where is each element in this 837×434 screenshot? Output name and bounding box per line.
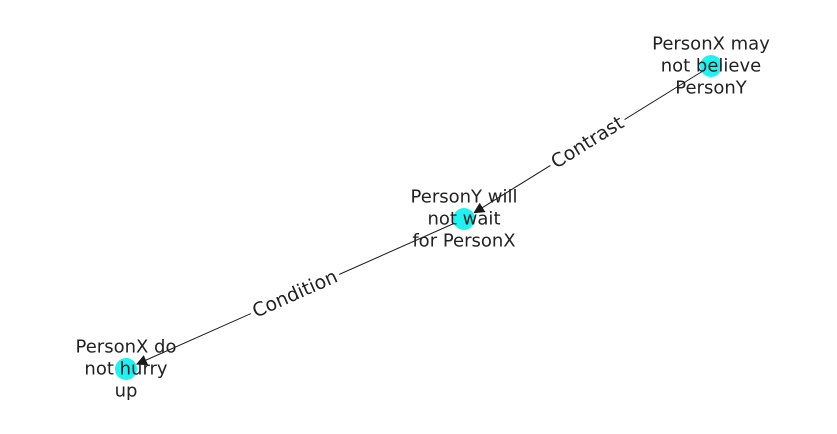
node-label-line: not wait [427, 209, 500, 230]
graph-node [115, 358, 137, 380]
node-label-line: PersonX do [76, 337, 177, 358]
edge-label-group: Condition [245, 263, 345, 325]
edge-label: Condition [249, 266, 341, 323]
node-label-line: PersonX may [652, 34, 770, 55]
edge-label: Contrast [547, 112, 628, 173]
graph-node [700, 55, 722, 77]
node-label-line: up [115, 381, 138, 402]
edge-label-background [544, 109, 631, 176]
node-label-line: for PersonX [412, 231, 515, 252]
edge-label-group: Contrast [544, 109, 631, 176]
graph-node [453, 208, 475, 230]
node-label-line: not hurry [84, 359, 168, 380]
node-label-line: PersonY [675, 78, 747, 99]
node-label-line: not believe [661, 56, 762, 77]
node-label-line: PersonY will [411, 187, 518, 208]
edge-label-background [245, 263, 345, 325]
